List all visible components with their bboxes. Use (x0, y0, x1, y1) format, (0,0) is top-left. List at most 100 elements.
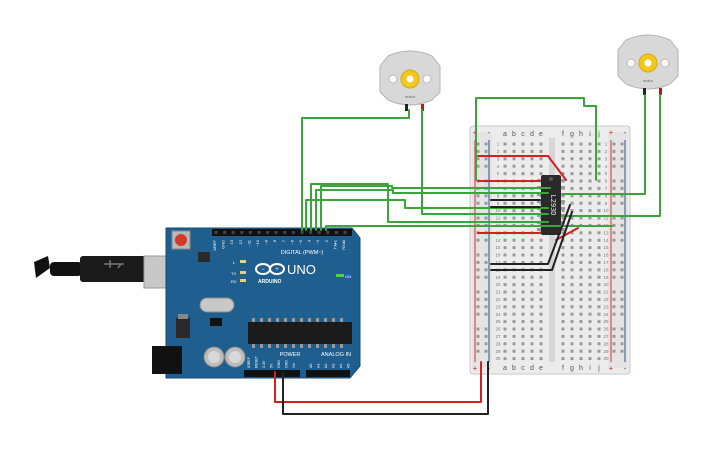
breadboard-hole[interactable] (530, 142, 534, 146)
breadboard-hole[interactable] (570, 172, 574, 176)
breadboard-hole[interactable] (588, 209, 592, 213)
breadboard-hole[interactable] (561, 216, 565, 220)
rail-hole[interactable] (620, 334, 624, 338)
breadboard-hole[interactable] (521, 320, 525, 324)
breadboard-hole[interactable] (570, 164, 574, 168)
breadboard-hole[interactable] (579, 149, 583, 153)
digital-pin[interactable] (248, 231, 252, 234)
breadboard-hole[interactable] (530, 275, 534, 279)
breadboard-hole[interactable] (579, 179, 583, 183)
breadboard-hole[interactable] (512, 164, 516, 168)
wire-black-4[interactable] (490, 211, 573, 271)
breadboard-hole[interactable] (530, 349, 534, 353)
wire-red-4[interactable] (555, 227, 579, 241)
breadboard-hole[interactable] (503, 209, 507, 213)
breadboard-hole[interactable] (530, 253, 534, 257)
breadboard-hole[interactable] (503, 194, 507, 198)
breadboard-hole[interactable] (521, 275, 525, 279)
rail-hole[interactable] (612, 327, 616, 331)
rail-hole[interactable] (612, 260, 616, 264)
breadboard-hole[interactable] (561, 334, 565, 338)
breadboard-hole[interactable] (597, 268, 601, 272)
breadboard-hole[interactable] (521, 157, 525, 161)
digital-pin[interactable] (283, 231, 287, 234)
breadboard-hole[interactable] (512, 216, 516, 220)
breadboard-hole[interactable] (530, 216, 534, 220)
wire-green-pin-in2[interactable] (315, 189, 549, 231)
breadboard-hole[interactable] (561, 305, 565, 309)
breadboard-hole[interactable] (530, 260, 534, 264)
breadboard-hole[interactable] (539, 246, 543, 250)
rail-hole[interactable] (620, 349, 624, 353)
rail-hole[interactable] (484, 268, 488, 272)
breadboard-hole[interactable] (512, 327, 516, 331)
breadboard-hole[interactable] (561, 246, 565, 250)
breadboard-hole[interactable] (521, 283, 525, 287)
rail-hole[interactable] (612, 223, 616, 227)
rail-hole[interactable] (476, 201, 480, 205)
wire-green-right-motor-1[interactable] (562, 94, 646, 195)
breadboard-hole[interactable] (503, 283, 507, 287)
breadboard-hole[interactable] (570, 149, 574, 153)
breadboard-hole[interactable] (503, 246, 507, 250)
breadboard-hole[interactable] (561, 149, 565, 153)
breadboard-hole[interactable] (570, 209, 574, 213)
digital-pin[interactable] (317, 231, 321, 234)
breadboard-hole[interactable] (588, 164, 592, 168)
breadboard-hole[interactable] (530, 201, 534, 205)
breadboard-hole[interactable] (579, 349, 583, 353)
breadboard-hole[interactable] (588, 290, 592, 294)
breadboard-hole[interactable] (561, 209, 565, 213)
breadboard-hole[interactable] (561, 357, 565, 361)
breadboard-hole[interactable] (539, 253, 543, 257)
rail-hole[interactable] (484, 305, 488, 309)
breadboard-hole[interactable] (597, 334, 601, 338)
dc-motor-left[interactable]: motor (379, 50, 441, 111)
rail-hole[interactable] (612, 231, 616, 235)
rail-hole[interactable] (484, 194, 488, 198)
rail-hole[interactable] (476, 312, 480, 316)
breadboard-hole[interactable] (588, 327, 592, 331)
rail-hole[interactable] (476, 290, 480, 294)
breadboard-hole[interactable] (561, 349, 565, 353)
breadboard-hole[interactable] (503, 164, 507, 168)
breadboard-hole[interactable] (503, 349, 507, 353)
rail-hole[interactable] (484, 349, 488, 353)
rail-hole[interactable] (612, 216, 616, 220)
rail-hole[interactable] (484, 327, 488, 331)
breadboard-hole[interactable] (512, 246, 516, 250)
breadboard-hole[interactable] (588, 260, 592, 264)
breadboard-hole[interactable] (512, 172, 516, 176)
breadboard-hole[interactable] (539, 297, 543, 301)
breadboard-hole[interactable] (561, 253, 565, 257)
breadboard-hole[interactable] (539, 334, 543, 338)
rail-hole[interactable] (476, 149, 480, 153)
breadboard-hole[interactable] (597, 290, 601, 294)
breadboard-hole[interactable] (512, 209, 516, 213)
rail-hole[interactable] (484, 216, 488, 220)
digital-pin[interactable] (334, 231, 338, 234)
rail-hole[interactable] (620, 157, 624, 161)
breadboard-hole[interactable] (597, 312, 601, 316)
breadboard-hole[interactable] (588, 297, 592, 301)
breadboard-hole[interactable] (597, 231, 601, 235)
breadboard-hole[interactable] (512, 349, 516, 353)
breadboard-hole[interactable] (539, 283, 543, 287)
breadboard-hole[interactable] (521, 238, 525, 242)
breadboard-hole[interactable] (530, 334, 534, 338)
breadboard-hole[interactable] (512, 238, 516, 242)
breadboard-hole[interactable] (579, 268, 583, 272)
breadboard-hole[interactable] (539, 157, 543, 161)
digital-pin[interactable] (223, 231, 227, 234)
breadboard-hole[interactable] (561, 275, 565, 279)
breadboard-hole[interactable] (503, 201, 507, 205)
breadboard-hole[interactable] (539, 320, 543, 324)
digital-pin[interactable] (291, 231, 295, 234)
breadboard-hole[interactable] (521, 312, 525, 316)
breadboard-hole[interactable] (521, 172, 525, 176)
breadboard-hole[interactable] (570, 342, 574, 346)
breadboard-hole[interactable] (579, 320, 583, 324)
rail-hole[interactable] (476, 142, 480, 146)
power-header[interactable] (244, 370, 300, 377)
breadboard-hole[interactable] (539, 349, 543, 353)
